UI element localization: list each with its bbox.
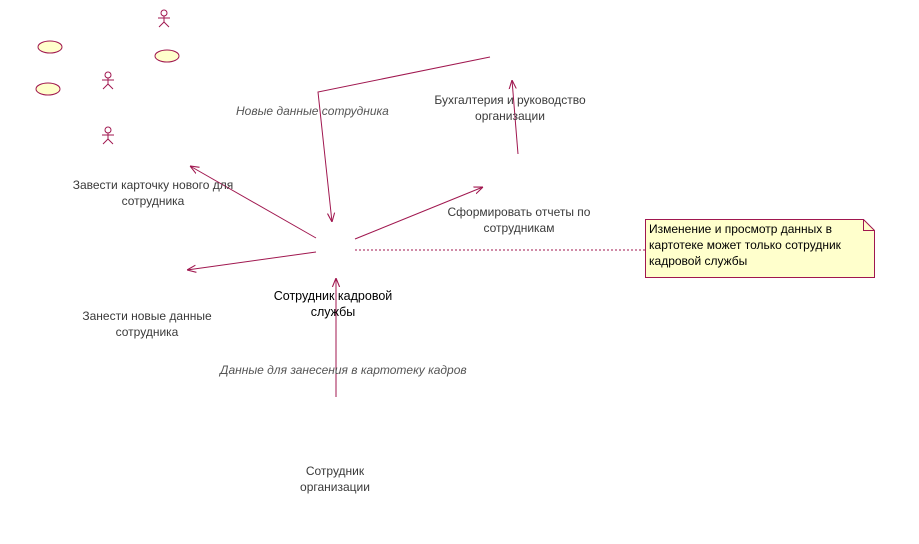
actor-label-hr-employee: Сотрудник кадровой службы [273, 289, 393, 319]
use-case-icon [35, 82, 61, 96]
actor-icon [158, 9, 170, 28]
actor-label-accounting: Бухгалтерия и руководство организации [434, 93, 586, 123]
flow-new-data-arrow [317, 56, 491, 222]
flow-label-data-for-entry: Данные для занесения в картотеку кадров [220, 363, 467, 377]
use-case-icon [37, 40, 63, 54]
legend-icons [35, 9, 180, 145]
association-form-reports [354, 187, 483, 240]
note-text: Изменение и просмотр данных в картотеке … [649, 222, 841, 268]
actor-label-employee: Сотрудник организации [300, 464, 370, 494]
use-case-label-form-reports: Сформировать отчеты по сотрудникам [447, 205, 591, 235]
flow-label-new-data: Новые данные сотрудника [236, 104, 389, 118]
flow-to-accounting-arrow [512, 80, 519, 155]
note: Изменение и просмотр данных в картотеке … [645, 219, 875, 278]
connectors [187, 56, 645, 397]
note-shape [645, 219, 875, 278]
use-case-label-create-card: Завести карточку нового для сотрудника [72, 178, 234, 208]
actor-icon [102, 71, 114, 90]
association-enter-data [187, 251, 317, 270]
association-create-card [190, 166, 317, 239]
use-case-icon [154, 49, 180, 63]
actor-icon [102, 126, 114, 145]
use-case-label-enter-data: Занести новые данные сотрудника [82, 309, 212, 339]
